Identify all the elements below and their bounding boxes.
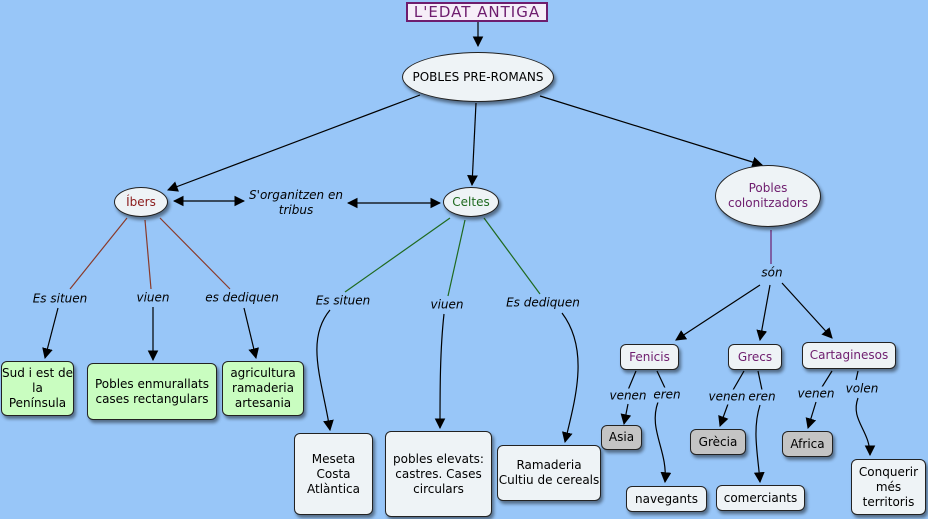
node-celtes-pobles: pobles elevats: castres. Cases circulars	[385, 431, 492, 517]
label-venen-cartaginesos: venen	[797, 386, 835, 402]
link-son-grecs	[756, 284, 771, 342]
node-navegants: navegants	[626, 486, 707, 512]
node-fenicis: Fenicis	[620, 344, 679, 370]
link-pobles-to-colonitzadors	[539, 95, 764, 168]
map-title: L'EDAT ANTIGA	[406, 2, 548, 22]
node-celtes-ramaderia: Ramaderia Cultiu de cereals	[497, 445, 601, 501]
node-ibers-pobles: Pobles enmurallats cases rectangulars	[87, 363, 217, 420]
link-ibers-sud	[42, 307, 59, 360]
node-conquerir: Conquerir més territoris	[851, 459, 926, 515]
node-pobles-pre-romans: POBLES PRE-ROMANS	[402, 52, 554, 102]
link-fenicis-asia	[620, 403, 632, 426]
link-cartaginesos-conquerir	[855, 397, 876, 457]
node-celtes-meseta: Meseta Costa Atlàntica	[294, 433, 373, 515]
label-son: són	[761, 265, 783, 281]
label-venen-grecs: venen	[708, 389, 746, 405]
node-ibers-sud: Sud i est de la Península	[1, 361, 74, 416]
node-organitzen-tribus: S'organitzen en tribus	[249, 188, 343, 217]
label-viuen-ibers: viuen	[136, 290, 170, 306]
link-pobles-to-celtes	[467, 102, 478, 187]
label-venen-fenicis: venen	[609, 388, 647, 404]
link-son-cartaginesos	[781, 282, 833, 339]
label-viuen-celtes: viuen	[430, 297, 464, 313]
link-pobles-to-ibers	[166, 94, 421, 192]
link-celtes-pobles	[434, 313, 446, 430]
label-volen: volen	[845, 381, 879, 397]
link-cartaginesos-africa	[805, 401, 817, 430]
label-es-dediquen-ibers: es dediquen	[205, 290, 279, 306]
link-grecs-grecia	[718, 403, 729, 428]
node-ibers-agricultura: agricultura ramaderia artesania	[222, 361, 304, 416]
label-es-situen-ibers: Es situen	[32, 291, 88, 307]
link-celtes-meseta	[316, 309, 334, 432]
node-comerciants: comerciants	[716, 485, 805, 511]
label-eren-grecs: eren	[748, 389, 776, 405]
node-africa: Africa	[782, 431, 833, 457]
node-grecs: Grecs	[728, 344, 782, 370]
node-grecia: Grècia	[690, 429, 746, 455]
node-asia: Asia	[601, 425, 642, 450]
node-ibers: Íbers	[114, 187, 168, 217]
link-fenicis-navegants	[654, 401, 672, 484]
link-ibers-agricultura	[243, 307, 259, 360]
label-eren-fenicis: eren	[653, 387, 681, 403]
label-es-situen-celtes: Es situen	[315, 293, 371, 309]
link-grecs-comerciants	[753, 404, 765, 484]
link-son-fenicis	[675, 284, 761, 341]
node-cartaginesos: Cartaginesos	[802, 342, 896, 369]
label-es-dediquen-celtes: Es dediquen	[506, 295, 580, 311]
link-celtes-ramaderia	[561, 312, 579, 444]
node-pobles-colonitzadors: Pobles colonitzadors	[715, 165, 821, 227]
node-celtes: Celtes	[443, 187, 499, 217]
